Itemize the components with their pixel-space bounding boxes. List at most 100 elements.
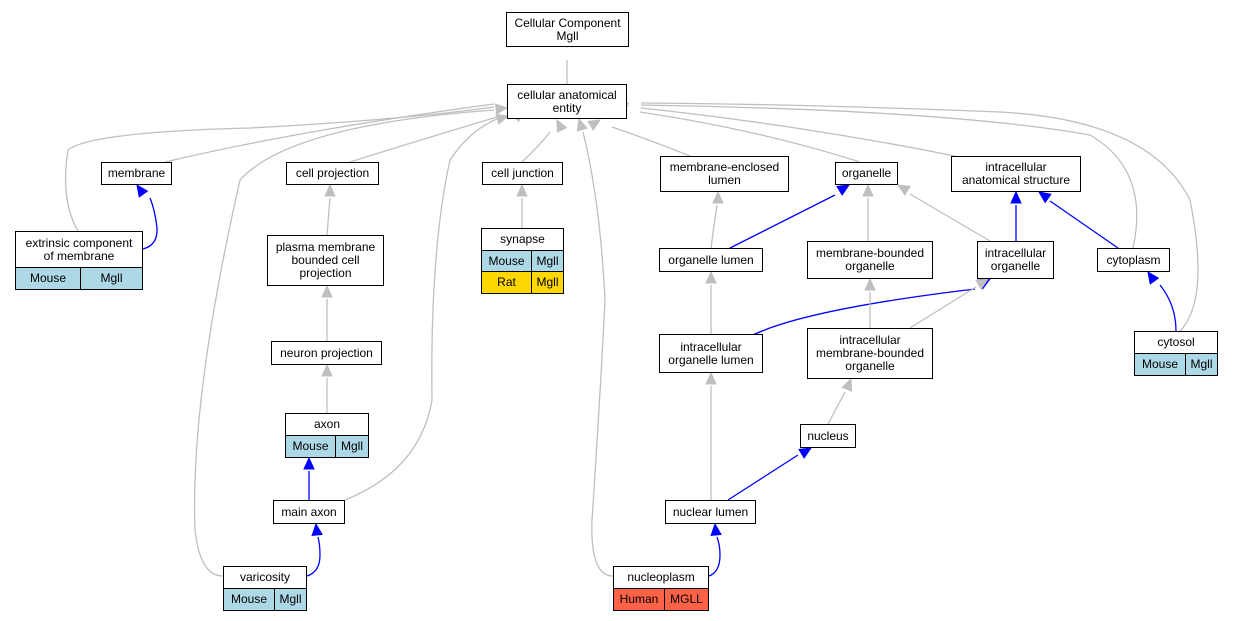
node-cell-projection[interactable]: cell projection bbox=[286, 162, 379, 185]
edge-nucleus-imbo-arrowhead bbox=[841, 377, 853, 392]
edge-plasma-cellproj-arrowhead bbox=[324, 183, 336, 197]
edge-varicosity-cae-arrowhead bbox=[494, 103, 509, 115]
node-synapse[interactable]: synapse Mouse Mgll Rat Mgll bbox=[481, 228, 564, 294]
edge-nuclearlumen-nucleus-line bbox=[727, 454, 799, 501]
node-neuron-projection[interactable]: neuron projection bbox=[271, 341, 382, 365]
edge-neuronproj-plasma bbox=[321, 284, 333, 341]
node-plasma-membrane-bounded-cell-projection[interactable]: plasma membrane bounded cell projection bbox=[267, 235, 384, 286]
node-label: cell junction bbox=[491, 166, 554, 180]
node-label: nucleus bbox=[807, 428, 849, 443]
edge-nuclearlumen-iol-arrowhead bbox=[705, 371, 717, 385]
edge-synapse-celljunction bbox=[516, 183, 528, 228]
edge-neuronproj-plasma-arrowhead bbox=[321, 284, 333, 298]
edge-nucleoplasm-cae bbox=[576, 117, 614, 577]
edge-orglumen-organelle-line bbox=[729, 194, 836, 249]
node-label: cell projection bbox=[295, 166, 370, 180]
edge-varicosity-mainaxon-line bbox=[306, 536, 321, 577]
edge-cytosol-cytoplasm bbox=[1147, 271, 1177, 332]
species-tag-mouse: Mouse bbox=[224, 589, 274, 610]
edge-mainaxon-axon-arrowhead bbox=[303, 456, 315, 470]
species-tags: Mouse Mgll bbox=[16, 267, 142, 289]
edge-orglumen-mel bbox=[710, 190, 724, 249]
edge-varicosity-cae-line bbox=[193, 109, 495, 577]
edge-nucleus-imbo-line bbox=[827, 391, 846, 425]
edge-cellproj-cae-line bbox=[349, 116, 498, 163]
species-tags: Human MGLL bbox=[614, 588, 708, 610]
node-extrinsic-component-of-membrane[interactable]: extrinsic component of membrane Mouse Mg… bbox=[15, 231, 143, 290]
node-membrane-bounded-organelle[interactable]: membrane-bounded organelle bbox=[807, 241, 933, 279]
edge-celljunction-cae-arrowhead bbox=[556, 118, 568, 133]
node-label: organelle bbox=[841, 166, 892, 180]
edge-intorg-ias-arrowhead bbox=[1010, 190, 1022, 204]
node-cell-junction[interactable]: cell junction bbox=[482, 162, 563, 185]
node-label: Cellular Component Mgll bbox=[514, 15, 621, 43]
edge-cytoplasm-ias-arrowhead bbox=[1038, 191, 1052, 204]
gene-tag: Mgll bbox=[335, 436, 368, 457]
node-nucleus[interactable]: nucleus bbox=[800, 424, 856, 448]
species-tag-mouse: Mouse bbox=[1135, 354, 1185, 375]
node-cytosol[interactable]: cytosol Mouse Mgll bbox=[1134, 331, 1218, 376]
edge-varicosity-mainaxon bbox=[306, 522, 323, 577]
species-tag-mouse: Mouse bbox=[286, 436, 335, 457]
node-label: cytoplasm bbox=[1106, 252, 1161, 267]
edge-nucleoplasm-cae-line bbox=[582, 131, 614, 577]
edge-nuclearlumen-iol bbox=[705, 371, 717, 500]
node-membrane-enclosed-lumen[interactable]: membrane-enclosed lumen bbox=[660, 156, 789, 192]
edge-nucleoplasm-cae-arrowhead bbox=[576, 117, 588, 132]
edge-nuclearlumen-nucleus bbox=[727, 447, 813, 501]
edge-intorg-ias bbox=[1010, 190, 1022, 241]
edge-cytoplasm-cae-line bbox=[640, 104, 1138, 249]
edge-imbo-intorg-line bbox=[909, 286, 977, 329]
edge-extrinsic-cae-line bbox=[64, 106, 495, 232]
node-intracellular-organelle-lumen[interactable]: intracellular organelle lumen bbox=[659, 334, 763, 373]
edge-organelle-cae bbox=[614, 105, 861, 163]
node-varicosity[interactable]: varicosity Mouse Mgll bbox=[223, 566, 307, 611]
edge-cytoplasm-ias bbox=[1038, 191, 1119, 249]
node-cytoplasm[interactable]: cytoplasm bbox=[1097, 248, 1170, 272]
edge-intorg-organelle-arrowhead bbox=[896, 184, 911, 196]
node-cellular-component[interactable]: Cellular Component Mgll bbox=[506, 12, 629, 47]
node-nuclear-lumen[interactable]: nuclear lumen bbox=[665, 500, 756, 524]
edge-iol-orglumen-arrowhead bbox=[705, 270, 717, 284]
edge-plasma-cellproj-line bbox=[326, 197, 331, 236]
edge-nucleus-imbo bbox=[827, 377, 853, 425]
species-tags-rat: Rat Mgll bbox=[482, 271, 563, 293]
edge-nuclearlumen-nucleus-arrowhead bbox=[798, 447, 813, 459]
gene-tag: Mgll bbox=[531, 251, 563, 271]
edge-mbo-organelle bbox=[862, 183, 874, 241]
edge-celljunction-cae-line bbox=[521, 131, 551, 163]
node-label: nucleoplasm bbox=[627, 570, 695, 584]
node-label: membrane-bounded organelle bbox=[815, 246, 925, 273]
node-label: membrane bbox=[107, 166, 166, 180]
edge-mel-cae bbox=[587, 119, 691, 157]
node-intracellular-organelle[interactable]: intracellular organelle bbox=[977, 241, 1054, 279]
edge-nucleoplasm-nuclearlumen bbox=[708, 522, 722, 577]
node-intracellular-anatomical-structure[interactable]: intracellular anatomical structure bbox=[951, 156, 1081, 192]
edge-cytoplasm-ias-line bbox=[1049, 200, 1119, 249]
node-membrane[interactable]: membrane bbox=[101, 162, 172, 185]
node-label: membrane-enclosed lumen bbox=[669, 160, 780, 187]
node-label: nuclear lumen bbox=[672, 504, 749, 519]
edge-ias-cae bbox=[615, 101, 956, 157]
edge-axon-neuronproj-arrowhead bbox=[321, 363, 333, 377]
edge-imbo-mbo bbox=[864, 277, 876, 328]
edge-orglumen-organelle-arrowhead bbox=[836, 184, 851, 196]
node-axon[interactable]: axon Mouse Mgll bbox=[285, 413, 369, 458]
node-label: neuron projection bbox=[280, 345, 373, 360]
species-tag-rat: Rat bbox=[482, 272, 531, 293]
edge-mainaxon-cae bbox=[344, 113, 510, 501]
node-intracellular-membrane-bounded-organelle[interactable]: intracellular membrane-bounded organelle bbox=[807, 328, 933, 379]
node-organelle-lumen[interactable]: organelle lumen bbox=[659, 248, 763, 272]
node-main-axon[interactable]: main axon bbox=[273, 500, 345, 524]
node-cellular-anatomical-entity[interactable]: cellular anatomical entity bbox=[507, 84, 627, 119]
node-organelle[interactable]: organelle bbox=[835, 162, 898, 185]
edge-extrinsic-membrane-arrowhead bbox=[136, 184, 149, 198]
edge-mainaxon-cae-arrowhead bbox=[495, 113, 510, 125]
edge-mainaxon-cae-line bbox=[344, 118, 498, 501]
node-label: varicosity bbox=[239, 570, 290, 584]
edge-cytosol-cae-line bbox=[640, 102, 1199, 332]
edge-plasma-cellproj bbox=[324, 183, 336, 236]
species-tags: Mouse Mgll bbox=[224, 588, 306, 610]
node-nucleoplasm[interactable]: nucleoplasm Human MGLL bbox=[613, 566, 709, 611]
